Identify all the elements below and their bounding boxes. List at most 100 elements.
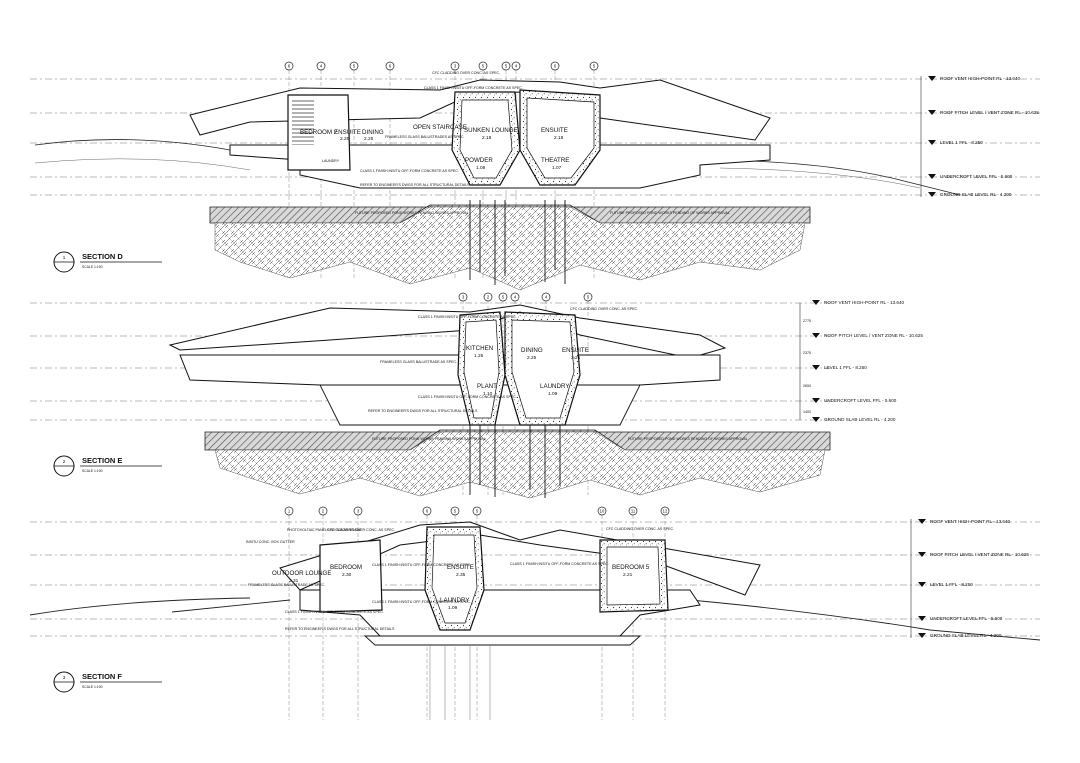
dimension-label: 1400 [803,410,811,414]
grid-bubble: 6 [385,61,395,71]
svg-text:1: 1 [288,509,291,514]
dimension-label: 2775 [803,319,811,323]
svg-text:5: 5 [476,509,479,514]
annotation-note: FUTURE PROPOSED POND WORKS PENDING OF WO… [628,437,748,441]
room-label: BEDROOM 2 [300,129,338,136]
room-area: 2.25 [527,355,537,361]
annotation-note: CLASS 1 FINISH INSITU OFF-FORM CONCRETE … [360,169,459,173]
annotation-note: FUTURE PROPOSED POND WORKS PENDING OF WO… [610,211,730,215]
svg-text:4: 4 [320,64,323,69]
section-scale: SCALE 1:100 [82,265,103,269]
room-area: 1.09 [548,391,558,397]
section-d-level-tags: ROOF VENT HIGH-POINT RL - 13.640 ROOF PI… [920,76,1039,197]
section-d-grid-bubbles: 6 4 5 6 3 5 5 4 6 5 [284,61,599,71]
grid-bubble: 4 [541,292,551,302]
svg-text:6: 6 [389,64,392,69]
room-label: ENSUITE [562,347,589,354]
section-f-pod-right-inner [606,546,661,606]
grid-bubble: 5 [583,292,593,302]
section-e-pod-right-inner [511,319,575,419]
grid-bubble: 6 [284,61,294,71]
room-label: ENSUITE [541,127,568,134]
svg-text:6: 6 [288,64,291,69]
level-tag: ROOF PITCH LEVEL / VENT ZONE RL - 10.625 [824,333,923,338]
room-label: THEATRE [541,157,569,164]
grid-bubble: 2 [483,292,493,302]
section-e-dimension-string: 2775 2375 2650 1400 [799,303,811,420]
section-f-foundation [363,635,642,646]
svg-text:3: 3 [462,295,465,300]
section-scale: SCALE 1:100 [82,469,103,473]
section-number: 3 [63,675,66,680]
grid-bubble: 2 [318,506,328,516]
section-f: 1 2 3 6 5 5 10 11 12 OUTDOOR LOUNGE 2.31… [29,506,1041,720]
section-e-level-tags: ROOF VENT HIGH-POINT RL - 13.640 ROOF PI… [812,300,923,422]
annotation-note: PHOTOVOLTAIC PANELS BY SOLAR TRADE [287,528,362,532]
section-f-grid-bubbles: 1 2 3 6 5 5 10 11 12 [284,506,670,516]
section-e-grid-bubbles: 3 2 5 4 4 5 [458,292,593,302]
section-d-piles [469,200,566,285]
annotation-note: CLASS 1 FINISH INSITU OFF-FORM CONCRETE … [424,86,523,90]
section-f-piles [429,645,491,720]
section-f-level-lines [30,521,1040,637]
section-number: 1 [63,255,66,260]
grid-bubble: 4 [316,61,326,71]
level-tag: ROOF PITCH LEVEL / VENT ZONE RL - 10.625 [940,110,1039,115]
grid-bubble: 5 [498,292,508,302]
room-area: 2.35 [456,572,466,578]
section-d-pod-right-inner [526,97,595,179]
section-d-pod-center-inner [459,99,513,179]
room-area: 1.07 [552,165,562,171]
grid-bubble: 5 [589,61,599,71]
section-d: 6 4 5 6 3 5 5 4 6 5 [30,61,1040,291]
svg-text:5: 5 [593,64,596,69]
level-tag: LEVEL 1 FFL - 8.250 [930,582,973,587]
level-tag: ROOF VENT HIGH-POINT RL - 13.640 [930,519,1011,524]
section-title: SECTION D [82,252,123,261]
room-label: LAUNDRY [540,383,569,390]
room-label: PLANT [477,383,497,390]
annotation-note: CFC CLADDING OVER CONC. AS SPEC. [570,307,638,311]
grid-bubble: 5 [478,61,488,71]
svg-text:11: 11 [631,509,636,514]
section-e-earth-fill [214,431,826,499]
level-tag: ROOF VENT HIGH-POINT RL - 13.640 [940,76,1021,81]
annotation-note: FUTURE PROPOSED POND WORKS PENDING WORKS… [372,437,486,441]
annotation-note: FRAMELESS GLASS BALUSTRADE AS SPEC. [380,360,457,364]
room-area: 2.25 [340,136,350,142]
annotation-note: FUTURE PROPOSED POND WORKS PENDING WORKS… [355,211,469,215]
annotation-note: CLASS 1 FINISH INSITU OFF-FORM CONCRETE … [418,395,517,399]
room-area: 2.25 [571,355,581,361]
section-e-pod-left-inner [463,319,500,419]
room-label: BEDROOM [330,564,362,571]
svg-text:2: 2 [487,295,490,300]
svg-text:5: 5 [502,295,505,300]
room-area: 1.09 [448,605,458,611]
annotation-note: REFER TO ENGINEER'S DWGS FOR ALL STRUCTU… [285,627,395,631]
svg-text:5: 5 [482,64,485,69]
annotation-note: LAUNDRY [322,159,340,163]
section-f-title-block: 3 SECTION F SCALE 1:100 [53,671,162,693]
room-area: 1.25 [474,353,484,359]
level-tag: LEVEL 1 FFL - 8.250 [824,365,867,370]
section-f-pod-left [319,539,383,613]
annotation-note: FRAMELESS GLASS BALUSTRADES AS SPEC. [385,135,465,139]
dimension-label: 2375 [803,351,811,355]
svg-text:3: 3 [357,509,360,514]
grid-bubble: 6 [550,61,560,71]
section-e-title-block: 2 SECTION E SCALE 1:100 [53,455,162,477]
annotation-note: CFC CLADDING OVER CONC. AS SPEC. [327,528,395,532]
room-area: 2.25 [364,136,374,142]
grid-bubble: 3 [458,292,468,302]
svg-text:5: 5 [353,64,356,69]
svg-text:12: 12 [663,509,668,514]
level-tag: UNDERCROFT LEVEL FFL - 5.600 [930,616,1003,621]
section-e-roof [168,304,727,359]
annotation-note: CLASS 1 FINISH INSITU OFF-FORM CONCRETE … [285,610,384,614]
room-area: 1.08 [476,165,486,171]
section-d-terrain-line-2 [34,158,921,189]
level-tag: UNDERCROFT LEVEL FFL - 5.600 [824,398,897,403]
svg-text:6: 6 [426,509,429,514]
svg-text:4: 4 [545,295,548,300]
